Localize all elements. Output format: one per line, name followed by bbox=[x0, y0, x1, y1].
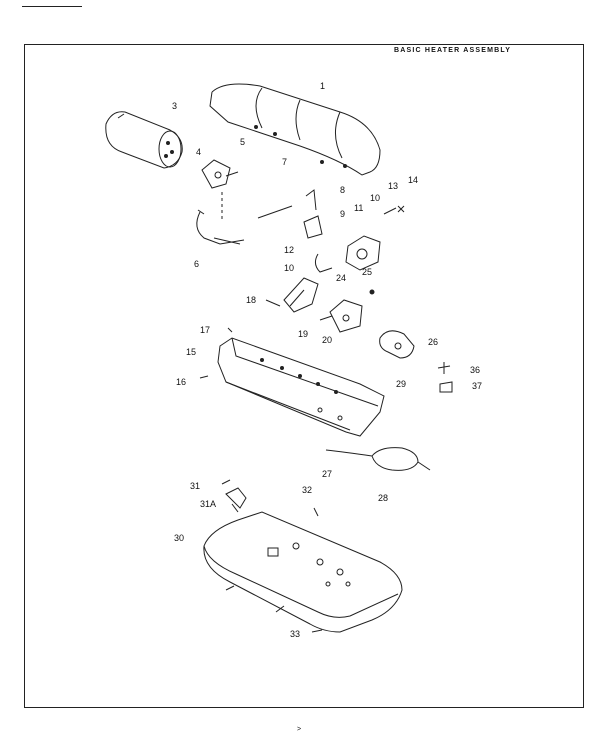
part-label-25: 25 bbox=[362, 267, 373, 277]
part-label-12: 12 bbox=[284, 245, 295, 255]
part-label-11: 11 bbox=[354, 203, 364, 213]
part-label-15: 15 bbox=[186, 347, 197, 357]
ignitor-control-part bbox=[314, 205, 405, 273]
part-label-30: 30 bbox=[174, 533, 185, 543]
connector-rod-part bbox=[257, 189, 323, 239]
part-label-24: 24 bbox=[336, 273, 347, 283]
part-label-14: 14 bbox=[408, 175, 419, 185]
part-label-10-upper: 10 bbox=[370, 193, 381, 203]
harness-bracket-part bbox=[196, 209, 245, 245]
part-label-26: 26 bbox=[428, 337, 439, 347]
diagram-title: BASIC HEATER ASSEMBLY bbox=[394, 47, 512, 54]
part-label-1: 1 bbox=[320, 81, 326, 91]
part-label-3: 3 bbox=[172, 101, 178, 111]
flame-shield-part bbox=[265, 277, 319, 313]
motor-bracket-part bbox=[201, 159, 239, 220]
part-label-18: 18 bbox=[246, 295, 257, 305]
motor-cylinder-part bbox=[105, 111, 183, 169]
part-label-28: 28 bbox=[378, 493, 389, 503]
photocell-bracket-part bbox=[319, 289, 375, 333]
burner-tray-part bbox=[199, 327, 385, 437]
part-label-31a: 31A bbox=[200, 499, 217, 509]
part-label-16: 16 bbox=[176, 377, 187, 387]
part-label-5: 5 bbox=[240, 137, 246, 147]
part-label-8: 8 bbox=[340, 185, 346, 195]
fuel-hose-part bbox=[325, 447, 431, 471]
fuel-cap-part bbox=[221, 479, 247, 513]
part-label-10-lower: 10 bbox=[284, 263, 295, 273]
top-rule bbox=[22, 6, 82, 7]
part-label-37: 37 bbox=[472, 381, 483, 391]
diagram-frame bbox=[24, 44, 584, 708]
part-label-17: 17 bbox=[200, 325, 211, 335]
outer-shell-part bbox=[209, 83, 381, 176]
part-label-20: 20 bbox=[322, 335, 333, 345]
part-label-13: 13 bbox=[388, 181, 399, 191]
fuel-tank-part bbox=[203, 507, 403, 633]
part-label-19: 19 bbox=[298, 329, 309, 339]
part-label-33: 33 bbox=[290, 629, 301, 639]
part-label-29: 29 bbox=[396, 379, 407, 389]
part-label-7: 7 bbox=[282, 157, 288, 167]
part-label-6: 6 bbox=[194, 259, 200, 269]
part-label-36: 36 bbox=[470, 365, 481, 375]
part-label-32: 32 bbox=[302, 485, 313, 495]
part-label-31: 31 bbox=[190, 481, 201, 491]
part-label-4: 4 bbox=[196, 147, 202, 157]
part-label-27: 27 bbox=[322, 469, 333, 479]
pump-motor-part bbox=[379, 330, 415, 359]
page-number: > bbox=[297, 726, 302, 733]
part-label-9: 9 bbox=[340, 209, 346, 219]
fitting-parts bbox=[437, 362, 453, 393]
